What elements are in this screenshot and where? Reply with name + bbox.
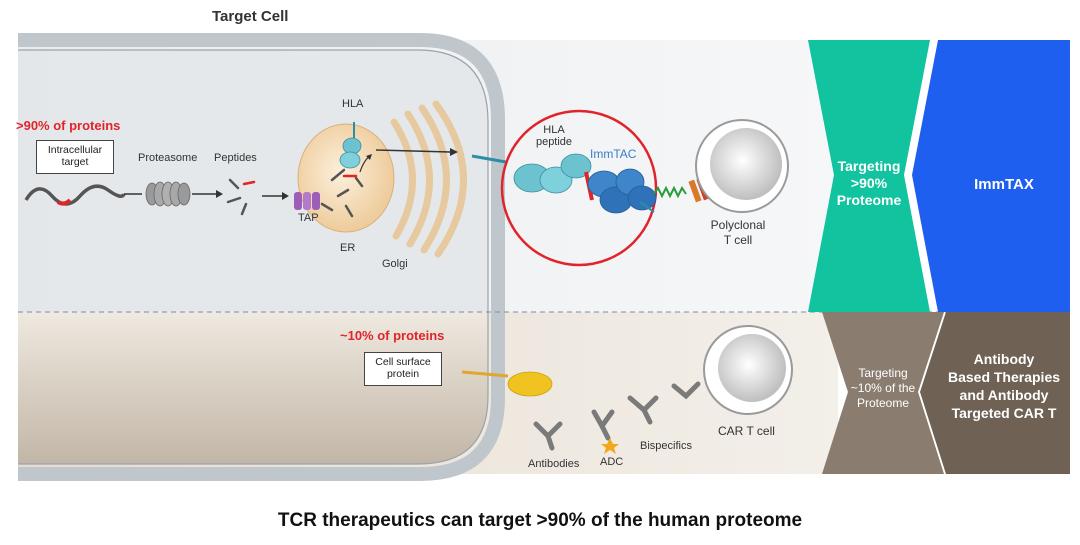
intracellular-target-box: Intracellular target [36,140,114,174]
targeting-90-text: Targeting >90% Proteome [836,158,902,208]
surface-protein-icon [507,371,553,397]
top-headline: >90% of proteins [16,118,121,133]
golgi-icon [390,100,467,258]
cell-surface-protein-box: Cell surface protein [364,352,442,386]
hla-molecule-icon [339,122,362,169]
adc-icon [591,409,615,441]
targeting-10-text: Targeting ~10% of the Proteome [850,366,916,410]
antibody-chevron [920,312,1070,474]
peptides-label: Peptides [214,152,257,164]
bottom-headline: ~10% of proteins [340,328,445,343]
figure-caption: TCR therapeutics can target >90% of the … [277,510,803,531]
polyclonal-t-cell-label: Polyclonal T cell [710,218,766,247]
targeting-90-chevron [808,40,930,312]
tap-transporter-icon [294,192,320,210]
car-t-cell-label: CAR T cell [718,424,775,438]
targeting-10-chevron [822,312,944,474]
proteasome-icon [145,181,191,207]
peptide-fragments-icon [226,178,256,216]
antibody-icon [533,421,563,451]
bispecific-icon [627,381,701,425]
immtac-complex-icon [513,153,657,214]
cell-membrane [18,33,505,481]
immtac-label: ImmTAC [590,147,637,161]
adc-label: ADC [600,456,624,468]
diagram-title: Target Cell [212,8,289,25]
bispecifics-label: Bispecifics [640,440,692,452]
immtax-chevron [912,40,1070,312]
immtac-highlight-circle [500,109,658,267]
hla-peptide-label: HLA peptide [535,124,573,148]
hla-label: HLA [342,98,364,110]
antibodies-label: Antibodies [528,458,580,470]
er-label: ER [340,242,356,254]
linker-coil [653,185,687,199]
immtax-brand: ImmTAX [974,176,1034,193]
antibody-therapies-text: Antibody Based Therapies and Antibody Ta… [947,351,1061,421]
proteasome-label: Proteasome [138,152,198,164]
mrna-strand [24,184,126,206]
tap-label: TAP [298,212,319,224]
golgi-label: Golgi [382,258,408,270]
